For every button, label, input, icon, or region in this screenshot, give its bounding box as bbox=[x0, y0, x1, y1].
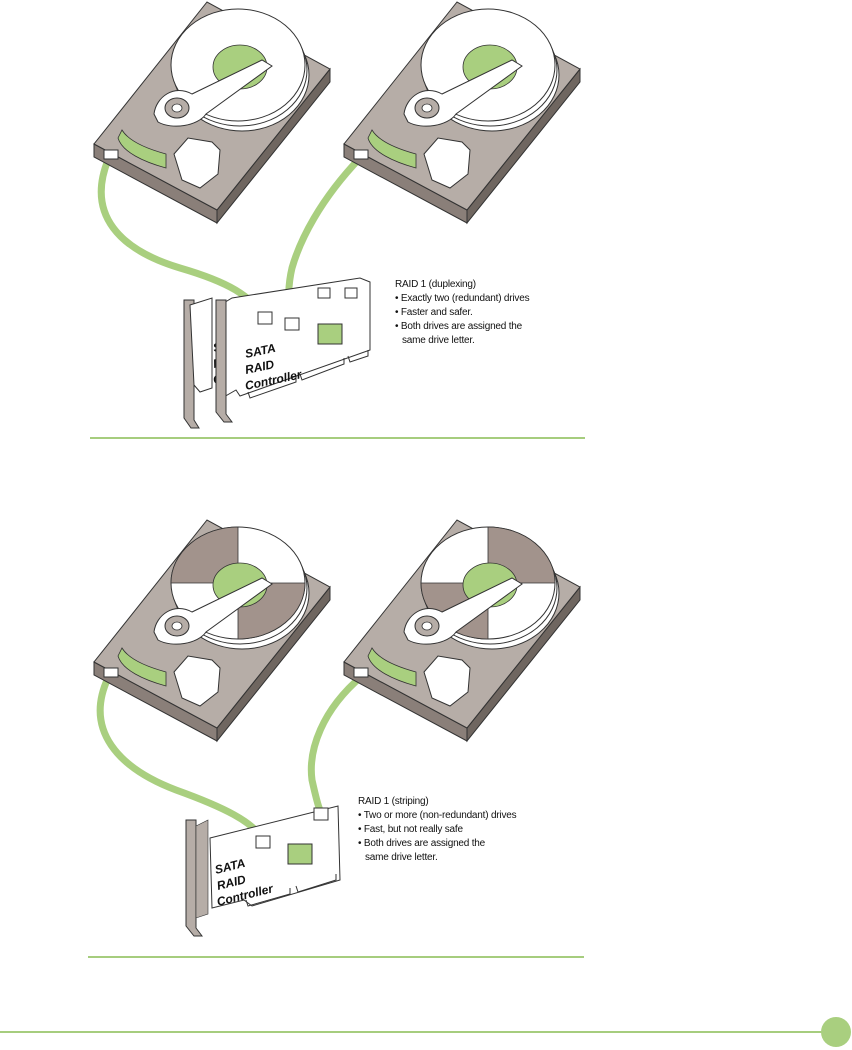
hard-drive-right bbox=[343, 519, 581, 742]
caption-item-text: Faster and safer. bbox=[400, 307, 473, 318]
card-label-1: SATA bbox=[244, 341, 277, 361]
caption-item: • Both drives are assigned the bbox=[395, 321, 523, 332]
hard-drive-left bbox=[93, 519, 331, 742]
caption-continuation: same drive letter. bbox=[365, 852, 438, 863]
sata-port bbox=[313, 807, 329, 821]
card-label-2: RAID bbox=[244, 357, 276, 377]
sata-port bbox=[344, 287, 358, 299]
caption-item-text: Both drives are assigned the bbox=[363, 838, 486, 849]
controller-chip bbox=[317, 323, 343, 345]
sata-port bbox=[257, 311, 273, 325]
controller-card: SATA RAID Controller bbox=[185, 805, 341, 937]
hard-drive-left bbox=[93, 1, 331, 224]
sata-cable-right bbox=[307, 672, 366, 814]
caption-continuation: same drive letter. bbox=[402, 335, 475, 346]
raid1-striping-caption: RAID 1 (striping) • Two or more (non-red… bbox=[358, 795, 558, 865]
caption-item-text: Two or more (non-redundant) drives bbox=[363, 810, 517, 821]
page-marker-dot bbox=[821, 1017, 851, 1047]
bottom-panel: SATA RAID Controller bbox=[88, 519, 584, 958]
caption-title: RAID 1 (striping) bbox=[358, 796, 429, 807]
card-label-2: RAID bbox=[215, 872, 247, 893]
caption-item: • Both drives are assigned the bbox=[358, 838, 486, 849]
caption-title: RAID 1 (duplexing) bbox=[395, 279, 476, 290]
raid1-duplexing-caption: RAID 1 (duplexing) • Exactly two (redund… bbox=[395, 278, 575, 348]
controller-card-front: SATA RAID Controller bbox=[215, 277, 371, 423]
controller-chip bbox=[287, 843, 313, 865]
sata-port bbox=[255, 835, 271, 849]
sata-port bbox=[284, 317, 300, 331]
sata-cable-left bbox=[96, 674, 266, 842]
caption-item: • Exactly two (redundant) drives bbox=[395, 293, 530, 304]
caption-item: • Faster and safer. bbox=[395, 307, 473, 318]
hard-drive-right bbox=[343, 1, 581, 224]
caption-item-text: Both drives are assigned the bbox=[400, 321, 523, 332]
caption-item: • Two or more (non-redundant) drives bbox=[358, 810, 517, 821]
sata-port bbox=[317, 287, 331, 299]
caption-item-text: Exactly two (redundant) drives bbox=[400, 293, 530, 304]
top-panel: S R C SATA RAID Controller bbox=[90, 1, 585, 439]
caption-item: • Fast, but not really safe bbox=[358, 824, 463, 835]
caption-item-text: Fast, but not really safe bbox=[363, 824, 463, 835]
